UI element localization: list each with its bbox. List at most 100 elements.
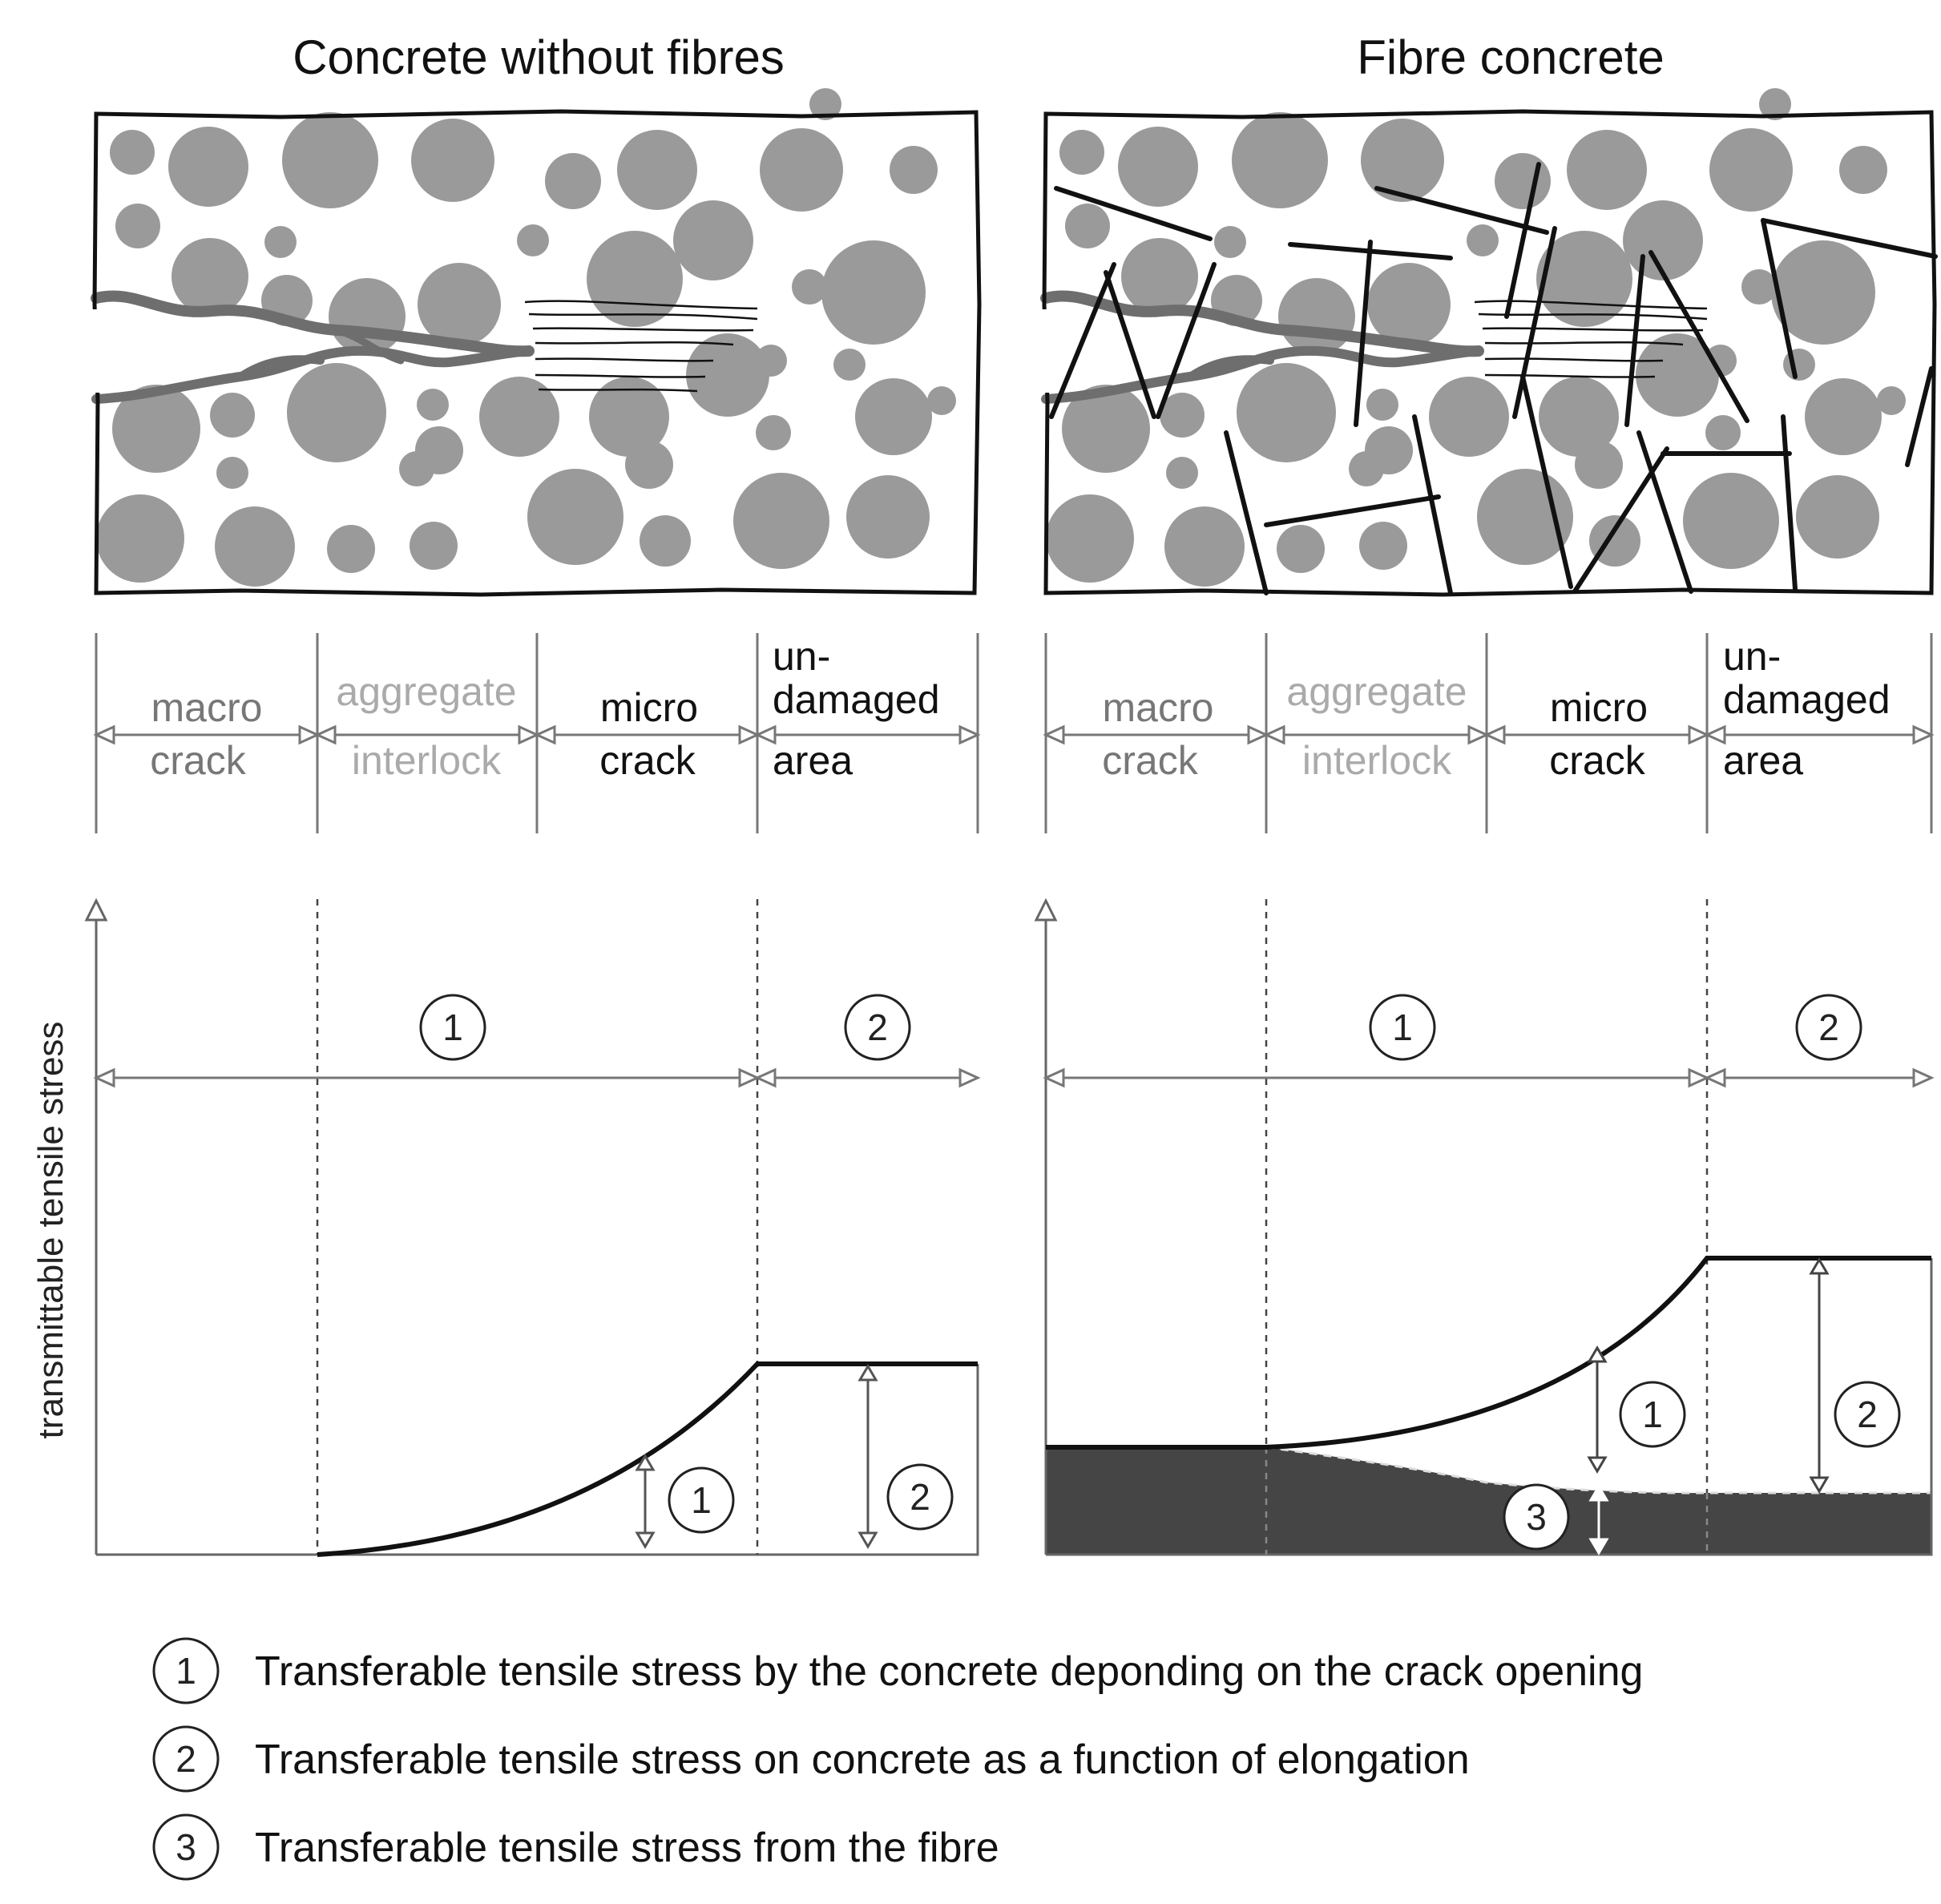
aggregate-particle bbox=[855, 378, 932, 455]
zone-label-macro-left-2: crack bbox=[150, 738, 246, 783]
svg-text:2: 2 bbox=[867, 1006, 888, 1048]
svg-text:2: 2 bbox=[1818, 1006, 1839, 1048]
aggregate-particle bbox=[216, 457, 248, 489]
aggregate-particle bbox=[1166, 457, 1198, 489]
aggregate-particle bbox=[399, 451, 434, 486]
aggregate-particle bbox=[210, 393, 255, 438]
range-badge-1-left: 1 bbox=[419, 994, 486, 1061]
aggregate-particle bbox=[1805, 378, 1882, 455]
aggregate-particle bbox=[282, 112, 378, 208]
zone-label-aggregate-left: aggregate bbox=[336, 669, 516, 714]
zone-label-undamaged-left-3: area bbox=[773, 738, 853, 783]
zone-label-aggregate-right: aggregate bbox=[1286, 669, 1467, 714]
aggregate-particle bbox=[287, 363, 386, 462]
aggregate-particle bbox=[617, 130, 697, 210]
stress-curve-right bbox=[1046, 1256, 1931, 1450]
aggregate-particle bbox=[327, 525, 375, 573]
range-badge-2-right: 2 bbox=[1795, 994, 1862, 1061]
aggregate-group-right bbox=[1046, 88, 1906, 587]
specimen-outline-left bbox=[92, 109, 982, 597]
specimen-outline-right bbox=[1042, 109, 1937, 597]
aggregate-particle bbox=[846, 475, 930, 559]
zone-bracket-left: macro crack aggregate interlock micro cr… bbox=[93, 633, 981, 833]
svg-text:3: 3 bbox=[1526, 1496, 1547, 1538]
legend-item-2: 2 Transferable tensile stress on concret… bbox=[152, 1725, 1470, 1793]
svg-text:2: 2 bbox=[1857, 1394, 1878, 1435]
crack-notch-left bbox=[87, 309, 101, 393]
aggregate-particle bbox=[1575, 441, 1623, 489]
aggregate-particle bbox=[1741, 269, 1777, 305]
zone-label-undamaged-left: un- bbox=[773, 634, 830, 679]
aggregate-particle bbox=[115, 204, 160, 248]
aggregate-particle bbox=[809, 88, 841, 120]
aggregate-particle bbox=[1065, 204, 1110, 248]
aggregate-particle bbox=[1589, 515, 1640, 567]
aggregate-particle bbox=[1709, 128, 1793, 212]
aggregate-particle bbox=[1164, 506, 1245, 587]
stress-curve-left bbox=[317, 1361, 978, 1557]
aggregate-particle bbox=[1278, 278, 1355, 355]
aggregate-particle bbox=[1705, 415, 1741, 450]
legend-text-1: Transferable tensile stress by the concr… bbox=[255, 1648, 1643, 1695]
panel-right: Fibre concrete bbox=[1034, 30, 1938, 1556]
legend: 1 Transferable tensile stress by the con… bbox=[152, 1637, 1643, 1881]
annot-badge-1-right: 1 bbox=[1619, 1381, 1686, 1448]
aggregate-particle bbox=[821, 240, 926, 345]
micro-cracks-right bbox=[1474, 300, 1708, 378]
panel-title-right: Fibre concrete bbox=[1357, 30, 1665, 84]
aggregate-particle bbox=[625, 441, 673, 489]
annot-badge-3-right: 3 bbox=[1503, 1483, 1570, 1551]
aggregate-particle bbox=[1062, 385, 1150, 473]
aggregate-particle bbox=[1495, 153, 1551, 209]
aggregate-particle bbox=[1623, 200, 1703, 280]
aggregate-group-left bbox=[96, 88, 956, 587]
aggregate-particle bbox=[890, 146, 938, 194]
aggregate-particle bbox=[417, 389, 449, 421]
zone-label-micro-left: micro bbox=[600, 685, 698, 730]
range-badge-2-left: 2 bbox=[844, 994, 911, 1061]
range-badge-1-right: 1 bbox=[1369, 994, 1436, 1061]
aggregate-particle bbox=[1160, 393, 1205, 438]
panel-left: Concrete without fibres bbox=[31, 30, 982, 1557]
aggregate-particle bbox=[215, 506, 295, 587]
aggregate-particle bbox=[1771, 240, 1875, 345]
aggregate-particle bbox=[1796, 475, 1879, 559]
zone-label-macro-right: macro bbox=[1103, 685, 1214, 730]
aggregate-particle bbox=[1359, 522, 1407, 570]
zone-bracket-right: macro crack aggregate interlock micro cr… bbox=[1043, 633, 1935, 833]
aggregate-particle bbox=[833, 349, 866, 381]
svg-text:1: 1 bbox=[1392, 1006, 1413, 1048]
zone-label-micro-right-2: crack bbox=[1549, 738, 1645, 783]
annot-badge-2-right: 2 bbox=[1834, 1381, 1901, 1448]
macro-crack-left bbox=[91, 290, 535, 404]
stress-plot-left: transmittable tensile stress 1 2 bbox=[31, 898, 981, 1557]
aggregate-particle bbox=[96, 494, 184, 583]
aggregate-particle bbox=[1214, 226, 1246, 258]
zone-label-undamaged-right-3: area bbox=[1723, 738, 1803, 783]
annot-badge-2-left: 2 bbox=[886, 1463, 954, 1531]
legend-number-2: 2 bbox=[176, 1738, 196, 1780]
aggregate-particle bbox=[1121, 238, 1198, 315]
aggregate-particle bbox=[1046, 494, 1134, 583]
aggregate-particle bbox=[1839, 146, 1887, 194]
aggregate-particle bbox=[110, 130, 155, 175]
legend-text-2: Transferable tensile stress on concrete … bbox=[255, 1737, 1470, 1783]
aggregate-particle bbox=[1232, 112, 1328, 208]
zone-label-aggregate-right-2: interlock bbox=[1302, 738, 1452, 783]
aggregate-particle bbox=[1118, 127, 1198, 207]
aggregate-particle bbox=[545, 153, 601, 209]
zone-label-aggregate-left-2: interlock bbox=[352, 738, 502, 783]
svg-text:1: 1 bbox=[442, 1006, 463, 1048]
aggregate-particle bbox=[760, 128, 843, 212]
legend-item-3: 3 Transferable tensile stress from the f… bbox=[152, 1813, 999, 1881]
panel-title-left: Concrete without fibres bbox=[293, 30, 785, 84]
crack-notch-right bbox=[1036, 309, 1051, 393]
legend-text-3: Transferable tensile stress from the fib… bbox=[255, 1825, 999, 1871]
aggregate-particle bbox=[527, 469, 623, 565]
aggregate-particle bbox=[1277, 525, 1325, 573]
aggregate-particle bbox=[418, 263, 501, 346]
aggregate-particle bbox=[411, 119, 494, 202]
legend-item-1: 1 Transferable tensile stress by the con… bbox=[152, 1637, 1643, 1704]
aggregate-particle bbox=[673, 200, 753, 280]
